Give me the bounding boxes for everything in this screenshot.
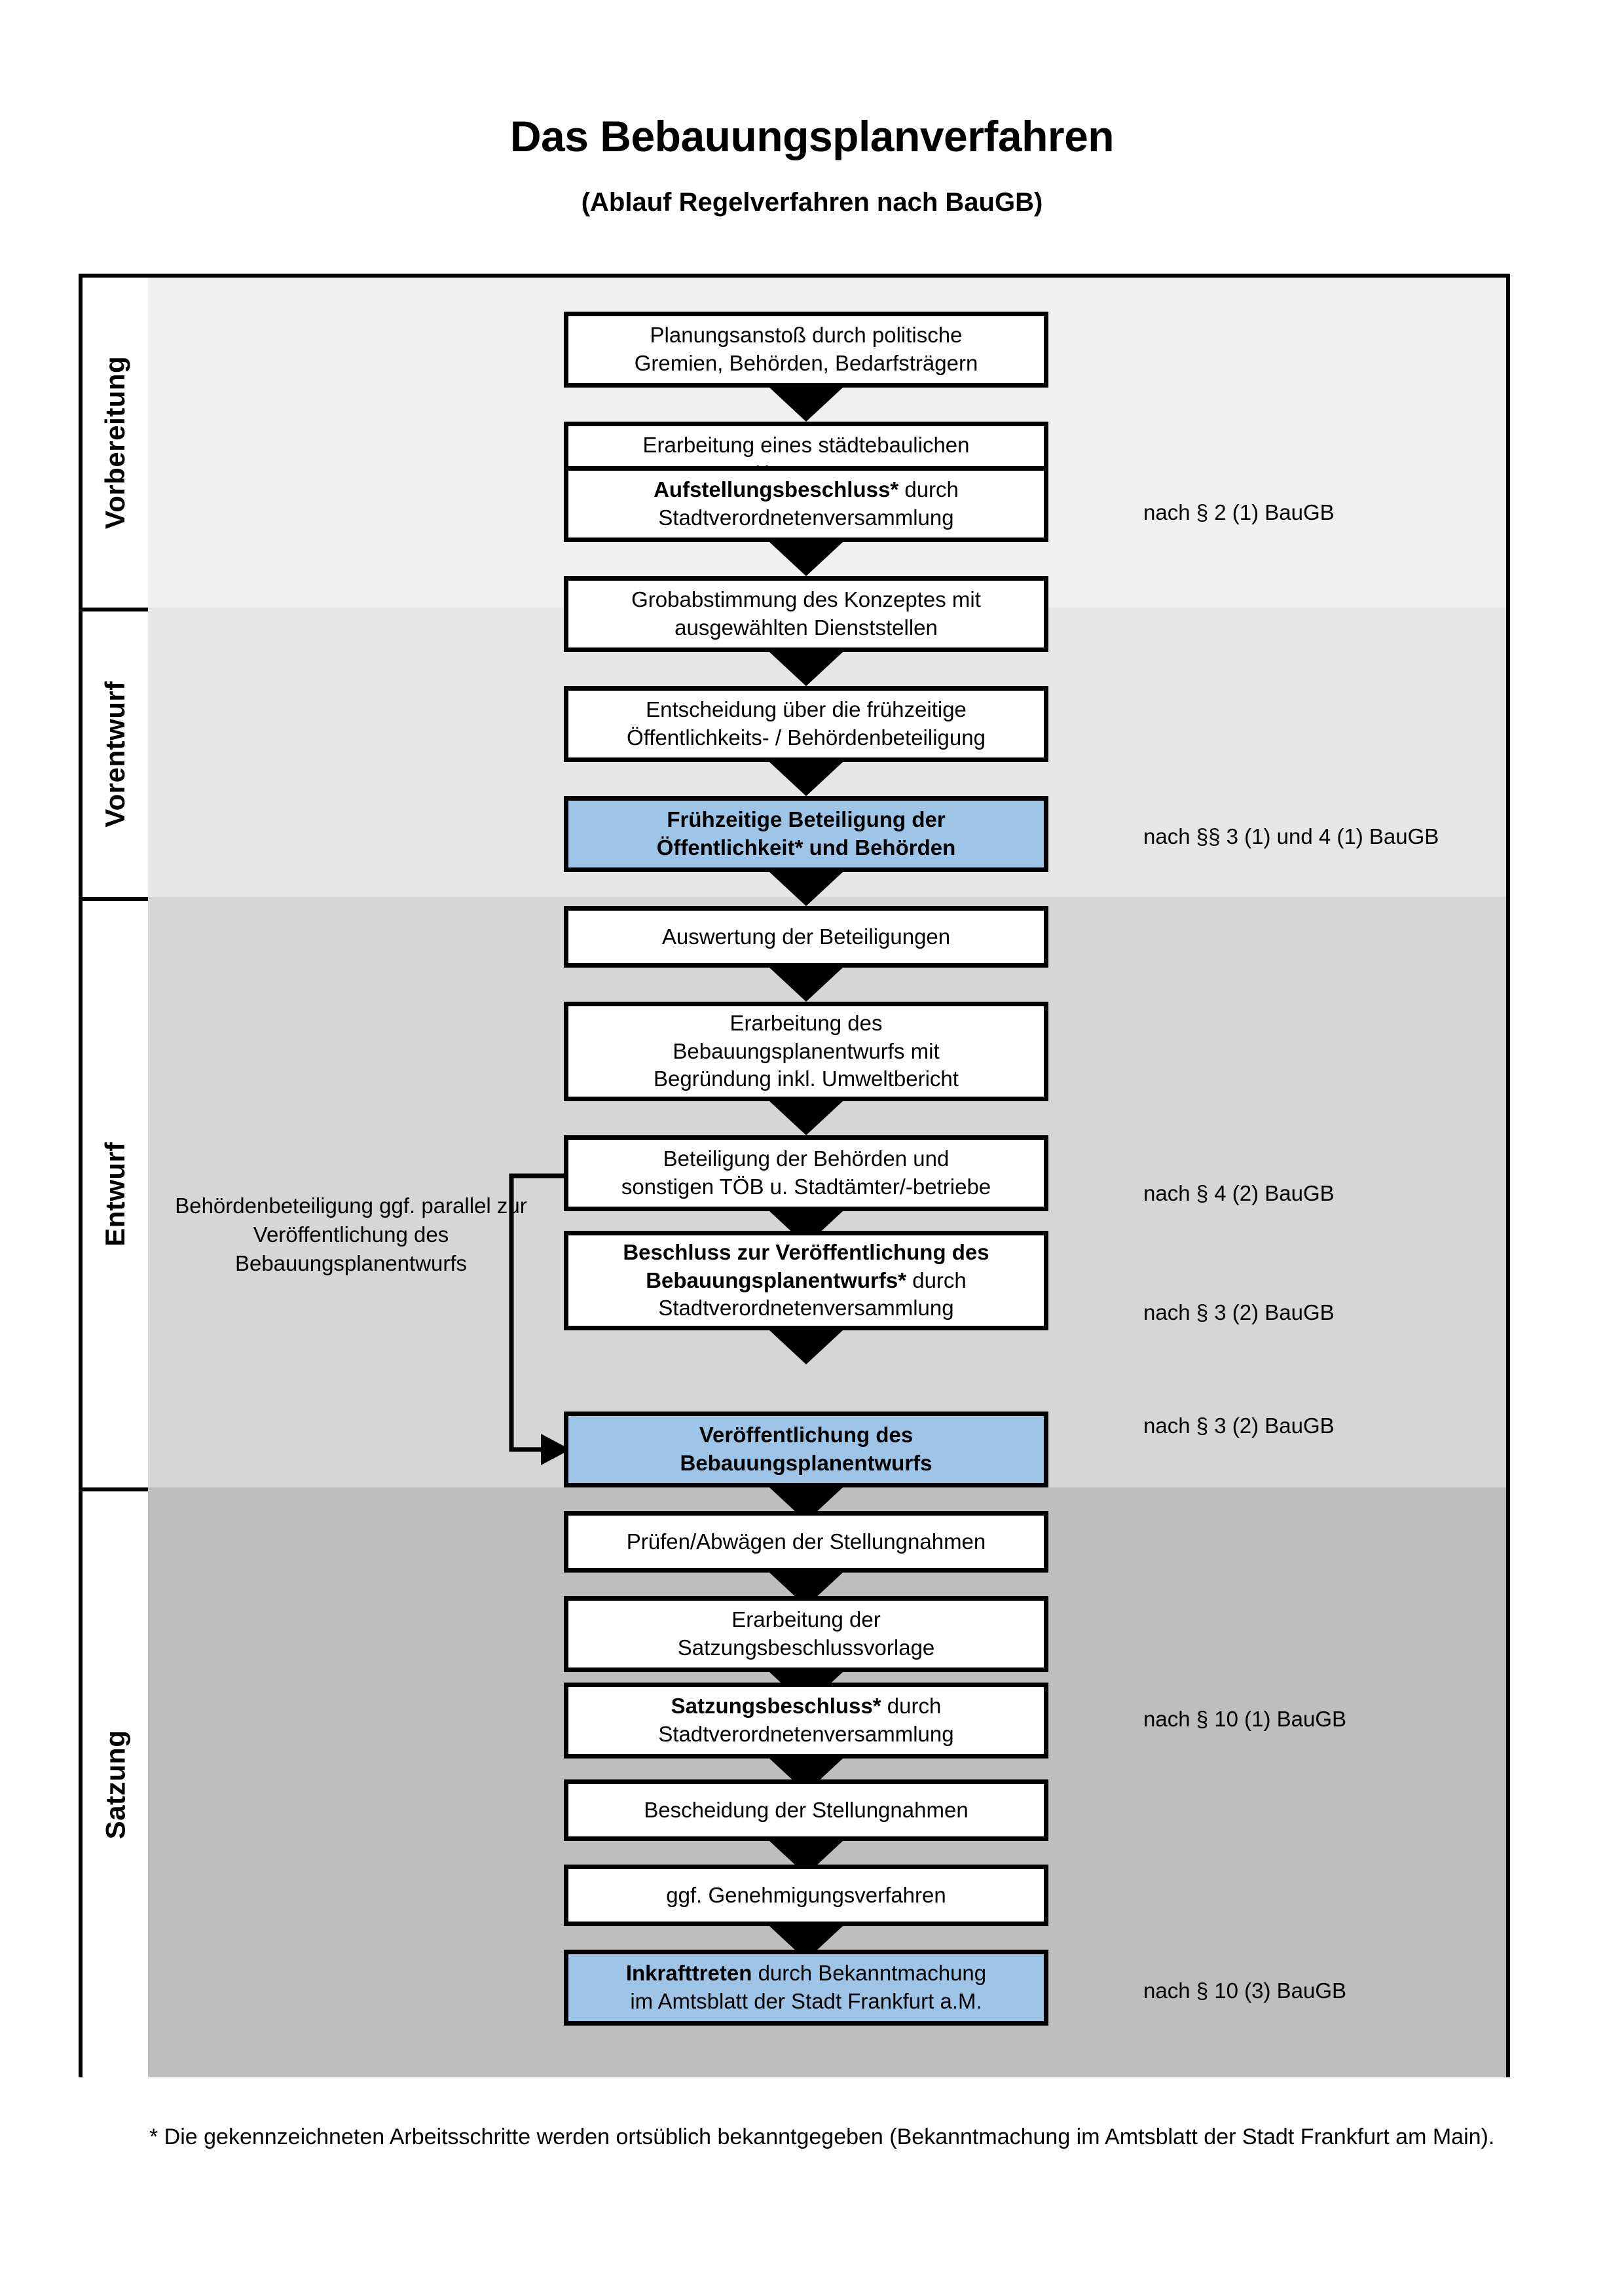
step-planungsanstoss[interactable]: Planungsanstoß durch politische Gremien,… <box>564 312 1048 388</box>
legal-ref-par10-3: nach § 10 (3) BauGB <box>1143 1978 1347 2003</box>
legal-ref-par3-2b: nach § 3 (2) BauGB <box>1143 1413 1335 1438</box>
step-line: ausgewählten Dienststellen <box>674 615 938 640</box>
step-line: ggf. Genehmigungsverfahren <box>666 1882 946 1907</box>
step-bold: Bebauungsplanentwurfs* <box>646 1267 907 1292</box>
step-line: Erarbeitung eines städtebaulichen <box>642 433 970 458</box>
step-line: im Amtsblatt der Stadt Frankfurt a.M. <box>630 1989 982 2013</box>
flow-arrow-down <box>769 652 843 686</box>
step-line: Gremien, Behörden, Bedarfsträgern <box>634 351 978 375</box>
flow-arrow-down <box>769 968 843 1002</box>
step-satzungsbeschluss[interactable]: Satzungsbeschluss* durch Stadtverordnete… <box>564 1683 1048 1758</box>
step-line: Öffentlichkeits- / Behördenbeteiligung <box>627 725 986 750</box>
page-subtitle: (Ablauf Regelverfahren nach BauGB) <box>581 188 1043 217</box>
step-line: Stadtverordnetenversammlung <box>658 1296 954 1321</box>
phase-label-entwurf: Entwurf <box>100 1142 130 1247</box>
flow-arrow-down <box>769 1101 843 1135</box>
step-line: Grobabstimmung des Konzeptes mit <box>631 587 981 612</box>
side-annotation-line: Veröffentlichung des <box>253 1222 449 1247</box>
step-line: Stadtverordnetenversammlung <box>658 505 954 530</box>
flow-arrow-down <box>769 542 843 576</box>
step-line: Begründung inkl. Umweltbericht <box>654 1066 959 1091</box>
step-rest: durch <box>881 1694 942 1719</box>
step-line: Aufstellungsbeschluss* durch <box>654 476 959 504</box>
step-beschluss-veroeffentlichung[interactable]: Beschluss zur Veröffentlichung des Bebau… <box>564 1231 1048 1330</box>
step-inkrafttreten[interactable]: Inkrafttreten durch Bekanntmachung im Am… <box>564 1950 1048 2026</box>
step-bold: Aufstellungsbeschluss* <box>654 477 899 502</box>
step-satzungsbeschlussvorlage[interactable]: Erarbeitung der Satzungsbeschlussvorlage <box>564 1596 1048 1672</box>
legal-ref-par3-2a: nach § 3 (2) BauGB <box>1143 1300 1335 1324</box>
step-bold: Satzungsbeschluss* <box>671 1694 881 1719</box>
step-entscheidung-beteiligung[interactable]: Entscheidung über die frühzeitige Öffent… <box>564 686 1048 762</box>
step-aufstellungsbeschluss[interactable]: Aufstellungsbeschluss* durch Stadtverord… <box>564 466 1048 542</box>
phase-label-rail: Vorbereitung Vorentwurf Entwurf Satzung <box>83 278 148 2077</box>
step-line: Stadtverordnetenversammlung <box>658 1722 954 1746</box>
step-line: sonstigen TÖB u. Stadtämter/-betriebe <box>621 1175 991 1199</box>
phase-label-vorbereitung: Vorbereitung <box>100 355 131 530</box>
step-line: Auswertung der Beteiligungen <box>661 924 951 949</box>
step-line: Beschluss zur Veröffentlichung des <box>623 1239 989 1267</box>
step-grobabstimmung[interactable]: Grobabstimmung des Konzeptes mit ausgewä… <box>564 576 1048 652</box>
flowchart-frame: Vorbereitung Vorentwurf Entwurf Satzung … <box>79 274 1510 2077</box>
side-annotation-line: Behördenbeteiligung <box>175 1194 373 1218</box>
step-line: Bebauungsplanentwurfs mit <box>673 1038 940 1063</box>
step-line: Frühzeitige Beteiligung der <box>667 807 946 832</box>
step-line: Satzungsbeschluss* durch <box>658 1692 953 1721</box>
step-line: Veröffentlichung des <box>699 1423 913 1448</box>
phase-label-cell-vorentwurf: Vorentwurf <box>83 608 148 897</box>
side-annotation-line: Bebauungsplanentwurfs <box>234 1251 468 1276</box>
step-line: Erarbeitung des <box>729 1010 883 1035</box>
step-rest: durch <box>898 477 959 502</box>
flow-arrow-down <box>769 872 843 906</box>
step-auswertung[interactable]: Auswertung der Beteiligungen <box>564 906 1048 968</box>
phase-label-cell-vorbereitung: Vorbereitung <box>83 278 148 608</box>
step-beteiligung-behoerden[interactable]: Beteiligung der Behörden und sonstigen T… <box>564 1135 1048 1211</box>
phase-label-vorentwurf: Vorentwurf <box>100 681 130 828</box>
step-veroeffentlichung[interactable]: Veröffentlichung des Bebauungsplanentwur… <box>564 1412 1048 1487</box>
step-line: Erarbeitung der <box>731 1607 881 1632</box>
step-line: Prüfen/Abwägen der Stellungnahmen <box>626 1529 986 1554</box>
step-line: Bebauungsplanentwurfs* durch <box>646 1267 967 1292</box>
page-title: Das Bebauungsplanverfahren <box>509 112 1115 160</box>
step-line: Bebauungsplanentwurfs <box>680 1451 932 1475</box>
page-header: Das Bebauungsplanverfahren (Ablauf Regel… <box>0 0 1624 215</box>
step-line: Öffentlichkeit* und Behörden <box>656 835 956 860</box>
step-rest: durch Bekanntmachung <box>752 1961 987 1986</box>
step-bold: Beschluss zur Veröffentlichung des <box>623 1239 989 1264</box>
footnote: * Die gekennzeichneten Arbeitsschritte w… <box>149 2124 1495 2149</box>
phase-label-satzung: Satzung <box>100 1730 131 1839</box>
phase-label-cell-satzung: Satzung <box>83 1487 148 2077</box>
legal-ref-par2: nach § 2 (1) BauGB <box>1143 500 1335 524</box>
flow-arrow-down <box>769 1330 843 1364</box>
flow-arrow-down <box>769 762 843 796</box>
step-fruehzeitige-beteiligung[interactable]: Frühzeitige Beteiligung der Öffentlichke… <box>564 796 1048 872</box>
flow-arrow-down <box>769 388 843 422</box>
step-line: Bescheidung der Stellungnahmen <box>644 1797 969 1822</box>
legal-ref-par4-2: nach § 4 (2) BauGB <box>1143 1181 1335 1205</box>
legal-ref-par10-1: nach § 10 (1) BauGB <box>1143 1707 1347 1731</box>
step-genehmigungsverfahren[interactable]: ggf. Genehmigungsverfahren <box>564 1865 1048 1926</box>
step-bescheidung[interactable]: Bescheidung der Stellungnahmen <box>564 1779 1048 1841</box>
step-line: Beteiligung der Behörden und <box>663 1146 950 1171</box>
step-line: Entscheidung über die frühzeitige <box>646 697 967 722</box>
step-line: Satzungsbeschlussvorlage <box>677 1635 935 1660</box>
legal-ref-par3-4: nach §§ 3 (1) und 4 (1) BauGB <box>1143 824 1439 848</box>
side-annotation-line: ggf. parallel zur <box>379 1194 527 1218</box>
step-line: Planungsanstoß durch politische <box>650 323 963 348</box>
step-line: Inkrafttreten durch Bekanntmachung <box>626 1959 986 1988</box>
side-annotation: Behördenbeteiligung ggf. parallel zur Ve… <box>168 1192 534 1279</box>
step-pruefen-abwaegen[interactable]: Prüfen/Abwägen der Stellungnahmen <box>564 1511 1048 1573</box>
step-erarbeitung-entwurf[interactable]: Erarbeitung des Bebauungsplanentwurfs mi… <box>564 1002 1048 1101</box>
phase-label-cell-entwurf: Entwurf <box>83 897 148 1487</box>
step-bold: Inkrafttreten <box>625 1961 752 1986</box>
